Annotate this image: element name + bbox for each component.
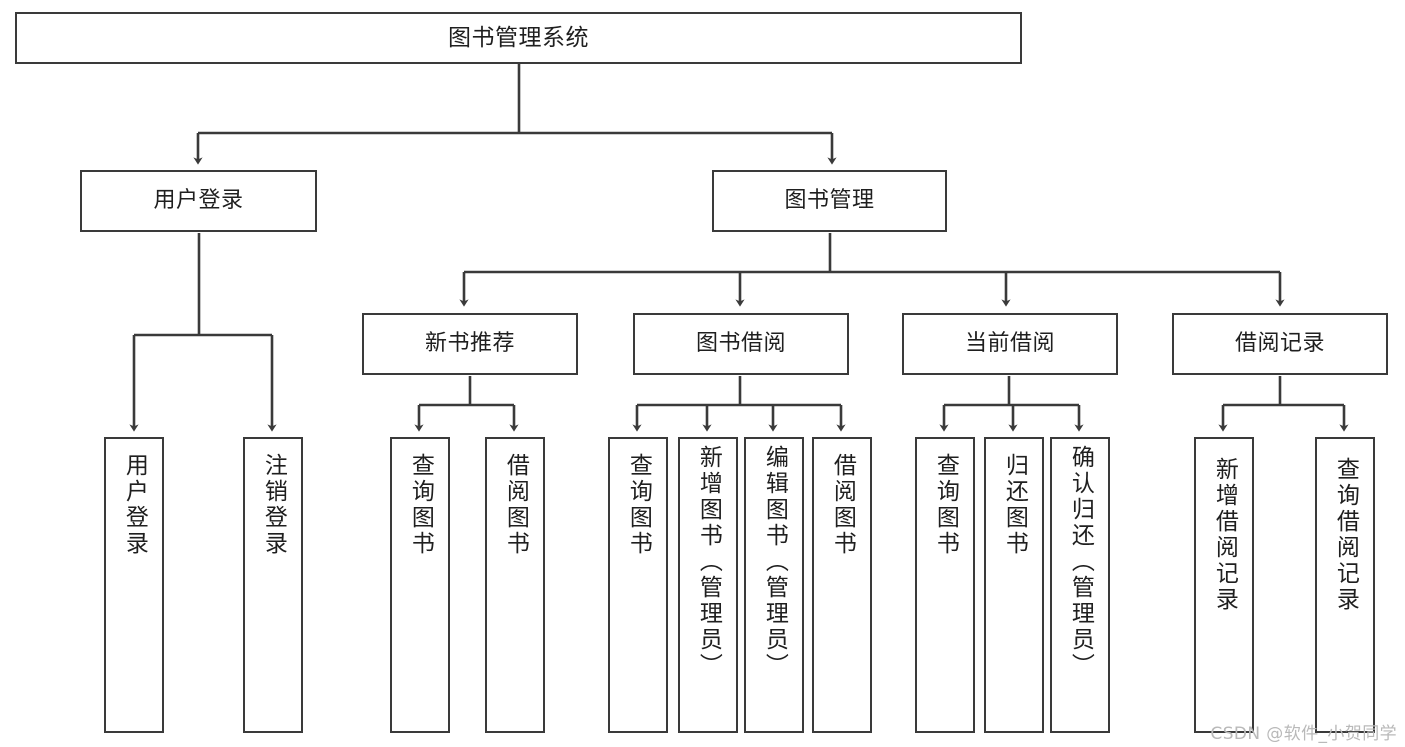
- leaf-book-borrow-1[interactable]: 查询图书: [608, 437, 668, 733]
- leaf-book-borrow-2-label: 新增图书（管理员）: [695, 445, 722, 679]
- leaf-borrow-record-2[interactable]: 查询借阅记录: [1315, 437, 1375, 733]
- node-borrow-record-label: 借阅记录: [1234, 331, 1325, 357]
- leaf-book-borrow-3-label: 编辑图书（管理员）: [761, 445, 788, 679]
- leaf-current-borrow-3-label: 确认归还（管理员）: [1067, 445, 1094, 679]
- leaf-current-borrow-1-label: 查询图书: [932, 453, 959, 557]
- leaf-new-book-rec-1-label: 查询图书: [407, 453, 434, 557]
- leaf-book-borrow-4[interactable]: 借阅图书: [812, 437, 872, 733]
- node-borrow-record[interactable]: 借阅记录: [1172, 313, 1388, 375]
- node-user-login-label: 用户登录: [153, 188, 244, 214]
- node-book-manage-label: 图书管理: [784, 188, 875, 214]
- node-root-label: 图书管理系统: [448, 24, 589, 51]
- leaf-current-borrow-2-label: 归还图书: [1001, 453, 1028, 557]
- leaf-user-login-2-label: 注销登录: [260, 453, 287, 557]
- leaf-borrow-record-2-label: 查询借阅记录: [1332, 457, 1359, 613]
- watermark: CSDN @软件_小贺同学: [1210, 724, 1397, 744]
- leaf-current-borrow-3[interactable]: 确认归还（管理员）: [1050, 437, 1110, 733]
- node-user-login[interactable]: 用户登录: [80, 170, 317, 232]
- leaf-new-book-rec-1[interactable]: 查询图书: [390, 437, 450, 733]
- leaf-user-login-1[interactable]: 用户登录: [104, 437, 164, 733]
- leaf-book-borrow-1-label: 查询图书: [625, 453, 652, 557]
- node-root[interactable]: 图书管理系统: [15, 12, 1022, 64]
- node-new-book-recommend-label: 新书推荐: [424, 331, 515, 357]
- leaf-book-borrow-3[interactable]: 编辑图书（管理员）: [744, 437, 804, 733]
- leaf-book-borrow-4-label: 借阅图书: [829, 453, 856, 557]
- leaf-borrow-record-1[interactable]: 新增借阅记录: [1194, 437, 1254, 733]
- node-new-book-recommend[interactable]: 新书推荐: [362, 313, 578, 375]
- leaf-current-borrow-2[interactable]: 归还图书: [984, 437, 1044, 733]
- node-book-borrow[interactable]: 图书借阅: [633, 313, 849, 375]
- leaf-new-book-rec-2[interactable]: 借阅图书: [485, 437, 545, 733]
- leaf-current-borrow-1[interactable]: 查询图书: [915, 437, 975, 733]
- leaf-borrow-record-1-label: 新增借阅记录: [1211, 457, 1238, 613]
- node-current-borrow-label: 当前借阅: [964, 331, 1055, 357]
- leaf-user-login-2[interactable]: 注销登录: [243, 437, 303, 733]
- node-book-borrow-label: 图书借阅: [695, 331, 786, 357]
- node-current-borrow[interactable]: 当前借阅: [902, 313, 1118, 375]
- node-book-manage[interactable]: 图书管理: [712, 170, 947, 232]
- leaf-book-borrow-2[interactable]: 新增图书（管理员）: [678, 437, 738, 733]
- leaf-new-book-rec-2-label: 借阅图书: [502, 453, 529, 557]
- leaf-user-login-1-label: 用户登录: [121, 453, 148, 557]
